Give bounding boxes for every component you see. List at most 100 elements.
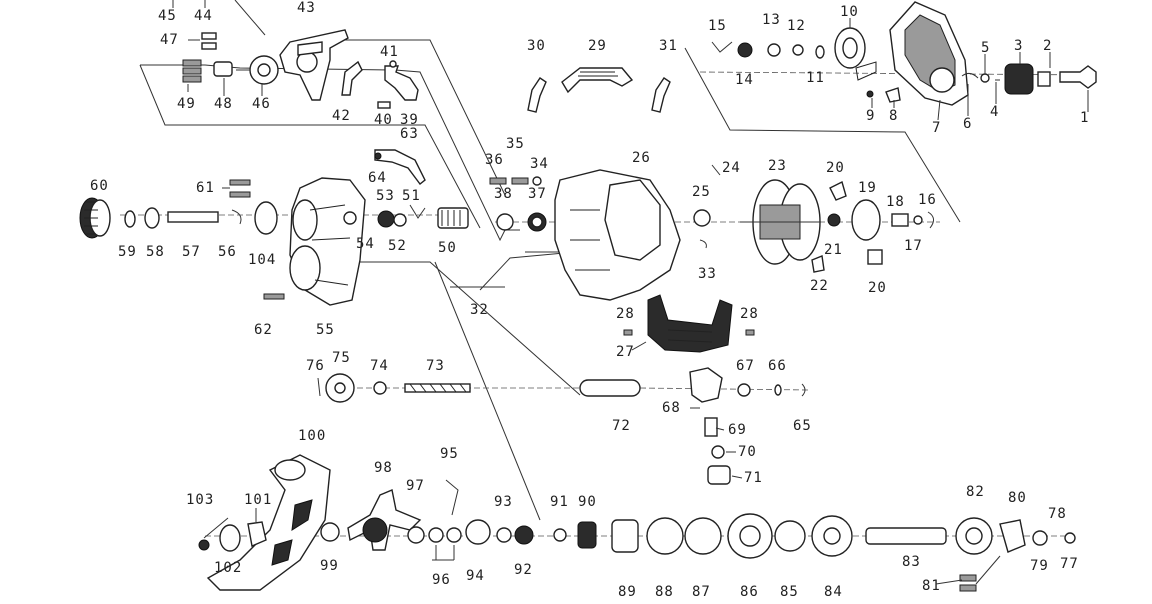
label-90: 90 — [578, 494, 597, 510]
side-plate-10-7 — [834, 1, 969, 106]
parts-101-103 — [198, 521, 267, 552]
label-17: 17 — [904, 238, 923, 254]
parts-65-67 — [737, 383, 806, 397]
label-79: 79 — [1030, 558, 1049, 574]
label-36: 36 — [485, 152, 504, 168]
label-57: 57 — [182, 244, 201, 260]
label-72: 72 — [612, 418, 631, 434]
label-104: 104 — [248, 252, 276, 268]
label-82: 82 — [966, 484, 985, 500]
label-13: 13 — [762, 12, 781, 28]
label-19: 19 — [858, 180, 877, 196]
label-21: 21 — [824, 242, 843, 258]
label-99: 99 — [320, 558, 339, 574]
label-94: 94 — [466, 568, 485, 584]
handle-100 — [206, 454, 331, 591]
label-86: 86 — [740, 584, 759, 600]
label-103: 103 — [186, 492, 214, 508]
label-8: 8 — [889, 108, 898, 124]
label-84: 84 — [824, 584, 843, 600]
label-3: 3 — [1014, 38, 1023, 54]
label-98: 98 — [374, 460, 393, 476]
label-59: 59 — [118, 244, 137, 260]
label-35: 35 — [506, 136, 525, 152]
part-33 — [699, 239, 707, 249]
label-76: 76 — [306, 358, 325, 374]
label-4: 4 — [990, 104, 999, 120]
label-10: 10 — [840, 4, 859, 20]
label-58: 58 — [146, 244, 165, 260]
level-wind-27 — [623, 294, 755, 353]
part-number-labels: 1 2 3 4 5 6 7 8 9 10 11 12 13 14 15 16 1… — [90, 0, 1089, 600]
label-29: 29 — [588, 38, 607, 54]
parts-50-54 — [343, 204, 469, 229]
label-77: 77 — [1060, 556, 1079, 572]
label-56: 56 — [218, 244, 237, 260]
label-6: 6 — [963, 116, 972, 132]
spring-41 — [377, 60, 419, 109]
label-49: 49 — [177, 96, 196, 112]
label-45: 45 — [158, 8, 177, 24]
parts-1-6 — [961, 63, 1097, 95]
gear-75 — [317, 373, 355, 403]
label-71: 71 — [744, 470, 763, 486]
label-5: 5 — [981, 40, 990, 56]
label-52: 52 — [388, 238, 407, 254]
label-16: 16 — [918, 192, 937, 208]
label-15: 15 — [708, 18, 727, 34]
worm-shaft-72-73 — [373, 379, 641, 397]
label-1: 1 — [1080, 110, 1089, 126]
thumb-piece-31 — [651, 77, 671, 113]
label-2: 2 — [1043, 38, 1052, 54]
small-parts-11-15 — [711, 41, 825, 59]
label-32: 32 — [470, 302, 489, 318]
cover-29 — [561, 67, 634, 94]
thumb-piece-30 — [527, 77, 547, 113]
gears-84-89 — [611, 513, 853, 559]
label-18: 18 — [886, 194, 905, 210]
label-20a: 20 — [826, 160, 845, 176]
label-68: 68 — [662, 400, 681, 416]
label-30: 30 — [527, 38, 546, 54]
label-22: 22 — [810, 278, 829, 294]
label-39: 39 — [400, 112, 419, 128]
label-95: 95 — [440, 446, 459, 462]
label-66: 66 — [768, 358, 787, 374]
label-42: 42 — [332, 108, 351, 124]
label-81: 81 — [922, 578, 941, 594]
label-40: 40 — [374, 112, 393, 128]
label-11: 11 — [806, 70, 825, 86]
label-24: 24 — [722, 160, 741, 176]
label-63: 63 — [400, 126, 419, 142]
label-64: 64 — [368, 170, 387, 186]
label-91: 91 — [550, 494, 569, 510]
label-23: 23 — [768, 158, 787, 174]
clutch-plate-43 — [279, 29, 349, 101]
label-96: 96 — [432, 572, 451, 588]
star-drag-98 — [320, 489, 422, 551]
cam-46 — [249, 55, 279, 85]
label-100: 100 — [298, 428, 326, 444]
lever-42 — [341, 60, 363, 96]
label-54: 54 — [356, 236, 375, 252]
label-75: 75 — [332, 350, 351, 366]
label-67: 67 — [736, 358, 755, 374]
label-78: 78 — [1048, 506, 1067, 522]
label-97: 97 — [406, 478, 425, 494]
washers-56-59-104 — [124, 201, 278, 235]
label-20b: 20 — [868, 280, 887, 296]
label-61: 61 — [196, 180, 215, 196]
label-51: 51 — [402, 188, 421, 204]
label-60: 60 — [90, 178, 109, 194]
label-89: 89 — [618, 584, 637, 600]
label-34: 34 — [530, 156, 549, 172]
label-27: 27 — [616, 344, 635, 360]
label-62: 62 — [254, 322, 273, 338]
label-85: 85 — [780, 584, 799, 600]
label-53: 53 — [376, 188, 395, 204]
label-37: 37 — [528, 186, 547, 202]
label-14: 14 — [735, 72, 754, 88]
label-87: 87 — [692, 584, 711, 600]
label-41: 41 — [380, 44, 399, 60]
